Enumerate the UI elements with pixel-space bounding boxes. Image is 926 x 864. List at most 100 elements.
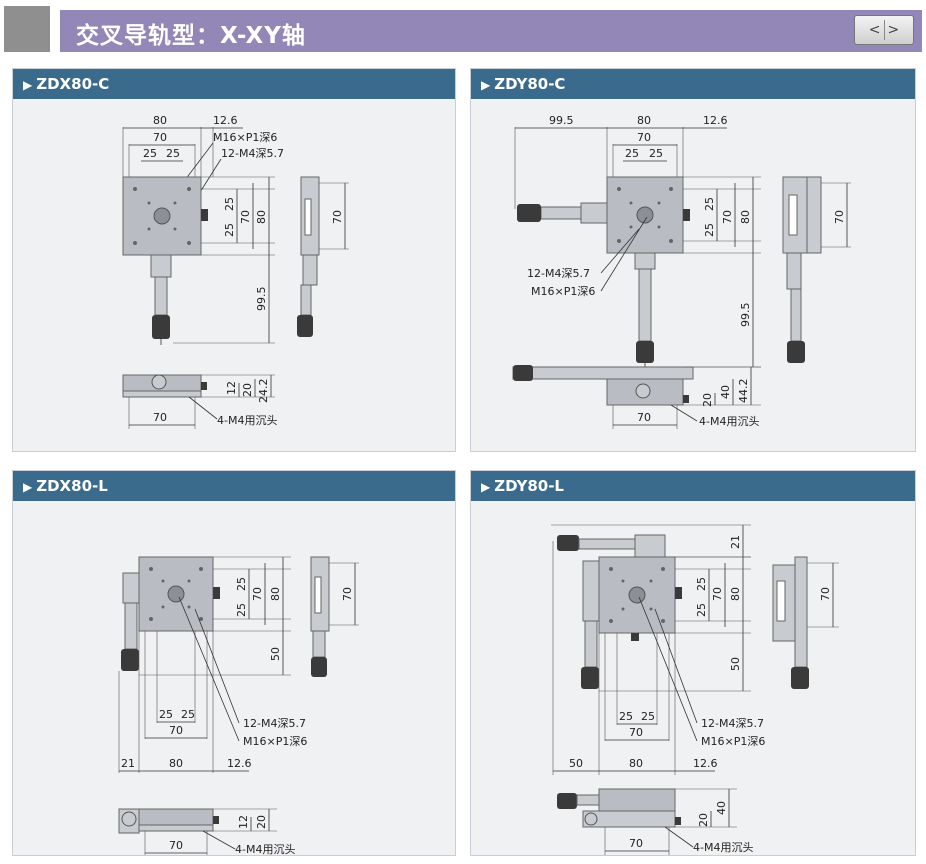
dim-label: 70 — [153, 131, 167, 144]
dim-label: 12.6 — [227, 757, 252, 770]
dim-label: 99.5 — [739, 303, 752, 328]
dim-label: M16×P1深6 — [243, 735, 307, 748]
panel-header: ▶ZDY80-C — [471, 69, 915, 99]
panel-title: ZDX80-L — [36, 477, 108, 495]
dim-label: 4-M4用沉头 — [235, 843, 295, 855]
dim-label: 25 — [695, 577, 708, 591]
dim-label: 25 — [235, 577, 248, 591]
drawing-zdx80c: 80 12.6 70 M16×P1深6 25 25 12-M4深5.7 25 2… — [122, 114, 349, 429]
panel-zdy80l: ▶ZDY80-L 21 25 25 70 80 50 — [470, 470, 916, 856]
dim-label: 12-M4深5.7 — [701, 717, 764, 730]
dim-label: 25 — [143, 147, 157, 160]
dim-label: 80 — [739, 210, 752, 224]
dim-label: 12.6 — [693, 757, 718, 770]
dim-label: 70 — [637, 131, 651, 144]
dim-label: 4-M4用沉头 — [699, 415, 759, 428]
dim-label: 70 — [251, 587, 264, 601]
dim-label: 12-M4深5.7 — [243, 717, 306, 730]
dim-label: M16×P1深6 — [701, 735, 765, 748]
dim-label: 25 — [625, 147, 639, 160]
dim-label: 70 — [629, 837, 643, 850]
drawing-zdy80l: 21 25 25 70 80 50 70 — [551, 524, 839, 855]
dim-label: 25 — [223, 197, 236, 211]
prev-arrow-icon[interactable]: < — [868, 22, 881, 38]
drawing-zdy80c: 99.5 80 12.6 70 25 25 25 25 70 — [512, 114, 851, 429]
dim-label: 80 — [153, 114, 167, 127]
dim-label: 25 — [703, 197, 716, 211]
header-bar: 交叉导轨型：X-XY轴 < > — [60, 10, 922, 52]
dim-label: 25 — [223, 223, 236, 237]
dim-label: 70 — [833, 210, 846, 224]
dim-label: 99.5 — [255, 287, 268, 312]
dim-label: 70 — [169, 839, 183, 852]
dim-label: 70 — [637, 411, 651, 424]
triangle-icon: ▶ — [481, 480, 491, 494]
dim-label: 70 — [341, 587, 354, 601]
dim-label: 80 — [637, 114, 651, 127]
dim-label: 70 — [169, 724, 183, 737]
dim-label: 70 — [331, 210, 344, 224]
triangle-icon: ▶ — [481, 78, 491, 92]
dim-label: 21 — [121, 757, 135, 770]
page-title: 交叉导轨型：X-XY轴 — [76, 23, 306, 49]
dim-label: 24.2 — [257, 379, 270, 404]
dim-label: 40 — [719, 385, 732, 399]
drawing-zdx80l: 25 25 70 80 50 70 25 25 70 21 80 12.6 12… — [118, 556, 359, 855]
dim-label: 25 — [649, 147, 663, 160]
dim-label: 80 — [269, 587, 282, 601]
panel-header: ▶ZDX80-L — [13, 471, 455, 501]
dim-label: 25 — [166, 147, 180, 160]
dim-label: 4-M4用沉头 — [217, 414, 277, 427]
dim-label: 20 — [241, 383, 254, 397]
panel-title: ZDX80-C — [36, 75, 110, 93]
dim-label: 12-M4深5.7 — [527, 267, 590, 280]
dim-label: 12-M4深5.7 — [221, 147, 284, 160]
dim-label: 21 — [729, 535, 742, 549]
dim-label: 44.2 — [737, 379, 750, 404]
dim-label: 25 — [235, 603, 248, 617]
dim-label: 40 — [715, 801, 728, 815]
dim-label: 20 — [701, 393, 714, 407]
dim-label: 70 — [819, 587, 832, 601]
panel-zdx80c: ▶ZDX80-C 80 12.6 70 M16×P1深6 25 25 12-M4… — [12, 68, 456, 452]
dim-label: 25 — [695, 603, 708, 617]
header-square — [4, 6, 50, 52]
dim-label: 12.6 — [213, 114, 238, 127]
dim-label: 80 — [255, 210, 268, 224]
nav-arrows[interactable]: < > — [854, 15, 914, 45]
panel-header: ▶ZDY80-L — [471, 471, 915, 501]
dim-label: 99.5 — [549, 114, 574, 127]
dim-label: M16×P1深6 — [213, 131, 277, 144]
panel-zdx80l: ▶ZDX80-L 25 25 70 80 50 70 — [12, 470, 456, 856]
dim-label: 50 — [729, 657, 742, 671]
dim-label: 20 — [697, 813, 710, 827]
dim-label: 12.6 — [703, 114, 728, 127]
panel-title: ZDY80-L — [494, 477, 564, 495]
next-arrow-icon[interactable]: > — [887, 22, 900, 38]
dim-label: 25 — [641, 710, 655, 723]
dim-label: 70 — [711, 587, 724, 601]
dim-label: 50 — [569, 757, 583, 770]
panel-title: ZDY80-C — [494, 75, 566, 93]
dim-label: 80 — [729, 587, 742, 601]
dim-label: 12 — [237, 815, 250, 829]
dim-label: 25 — [703, 223, 716, 237]
dim-label: 50 — [269, 647, 282, 661]
dim-label: 70 — [153, 411, 167, 424]
dim-label: 70 — [239, 210, 252, 224]
dim-label: 25 — [619, 710, 633, 723]
panel-header: ▶ZDX80-C — [13, 69, 455, 99]
dim-label: 70 — [629, 726, 643, 739]
triangle-icon: ▶ — [23, 480, 33, 494]
dim-label: 25 — [159, 708, 173, 721]
dim-label: 70 — [721, 210, 734, 224]
dim-label: 25 — [181, 708, 195, 721]
nav-separator — [883, 20, 885, 40]
dim-label: 4-M4用沉头 — [693, 841, 753, 854]
dim-label: 80 — [169, 757, 183, 770]
dim-label: 20 — [255, 815, 268, 829]
dim-label: 12 — [225, 381, 238, 395]
triangle-icon: ▶ — [23, 78, 33, 92]
dim-label: M16×P1深6 — [531, 285, 595, 298]
dim-label: 80 — [629, 757, 643, 770]
